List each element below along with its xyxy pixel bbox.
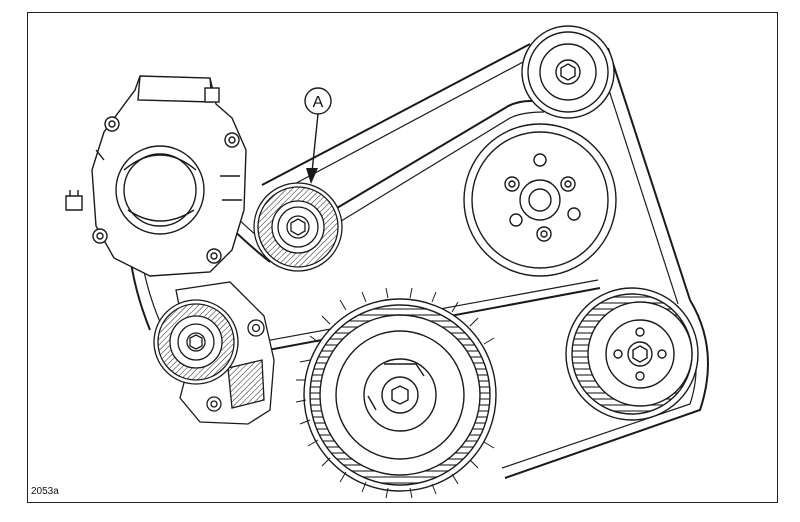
crankshaft-pulley: [303, 298, 497, 492]
upper-idler-pulley: [521, 25, 615, 119]
ac-compressor-pulley: [565, 287, 699, 421]
water-pump-pulley: [463, 123, 617, 277]
figure-number: 2053a: [31, 486, 59, 497]
alternator: [65, 75, 247, 277]
tensioner-pulley-a: [253, 182, 343, 272]
callout-a-label: A: [313, 94, 324, 111]
callout-a: A: [304, 87, 332, 184]
crank-pulley-teeth: [295, 287, 495, 499]
lower-tensioner-assembly: [153, 281, 275, 425]
